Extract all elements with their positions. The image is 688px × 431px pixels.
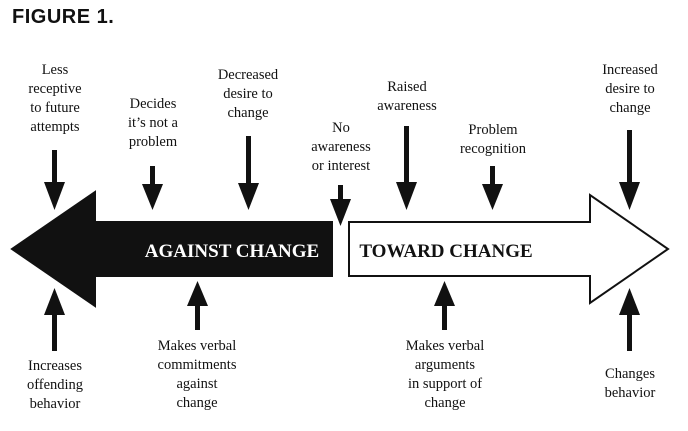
label-no-awareness: No awareness or interest: [311, 120, 371, 174]
up-arrow-icon: [434, 281, 455, 330]
against-change-label: AGAINST CHANGE: [145, 241, 319, 262]
top-pointer-arrows: [44, 126, 640, 226]
label-increased-desire: Increased desire to change: [602, 62, 658, 116]
against-change-arrow: [10, 190, 333, 308]
down-arrow-icon: [619, 130, 640, 210]
label-changes-behavior: Changes behavior: [604, 366, 656, 401]
label-less-receptive: Less receptive to future attempts: [28, 62, 82, 135]
down-arrow-icon: [396, 126, 417, 210]
label-verbal-commitments-against: Makes verbal commitments against change: [157, 338, 237, 411]
label-decreased-desire: Decreased desire to change: [217, 67, 279, 121]
toward-change-label: TOWARD CHANGE: [359, 241, 532, 262]
down-arrow-icon: [44, 150, 65, 210]
up-arrow-icon: [619, 288, 640, 351]
label-decides-not-problem: Decides it’s not a problem: [128, 96, 178, 150]
down-arrow-icon: [238, 136, 259, 210]
label-problem-recognition: Problem recognition: [459, 122, 527, 157]
figure-title: FIGURE 1.: [12, 6, 115, 28]
down-arrow-icon: [482, 166, 503, 210]
bottom-pointer-arrows: [44, 281, 640, 351]
down-arrow-icon: [142, 166, 163, 210]
up-arrow-icon: [44, 288, 65, 351]
down-arrow-icon: [330, 185, 351, 226]
label-verbal-arguments-support: Makes verbal arguments in support of cha…: [405, 338, 485, 411]
label-increases-offending: Increases offending behavior: [26, 358, 84, 412]
up-arrow-icon: [187, 281, 208, 330]
toward-change-arrow: [348, 193, 670, 305]
label-raised-awareness: Raised awareness: [377, 79, 437, 114]
